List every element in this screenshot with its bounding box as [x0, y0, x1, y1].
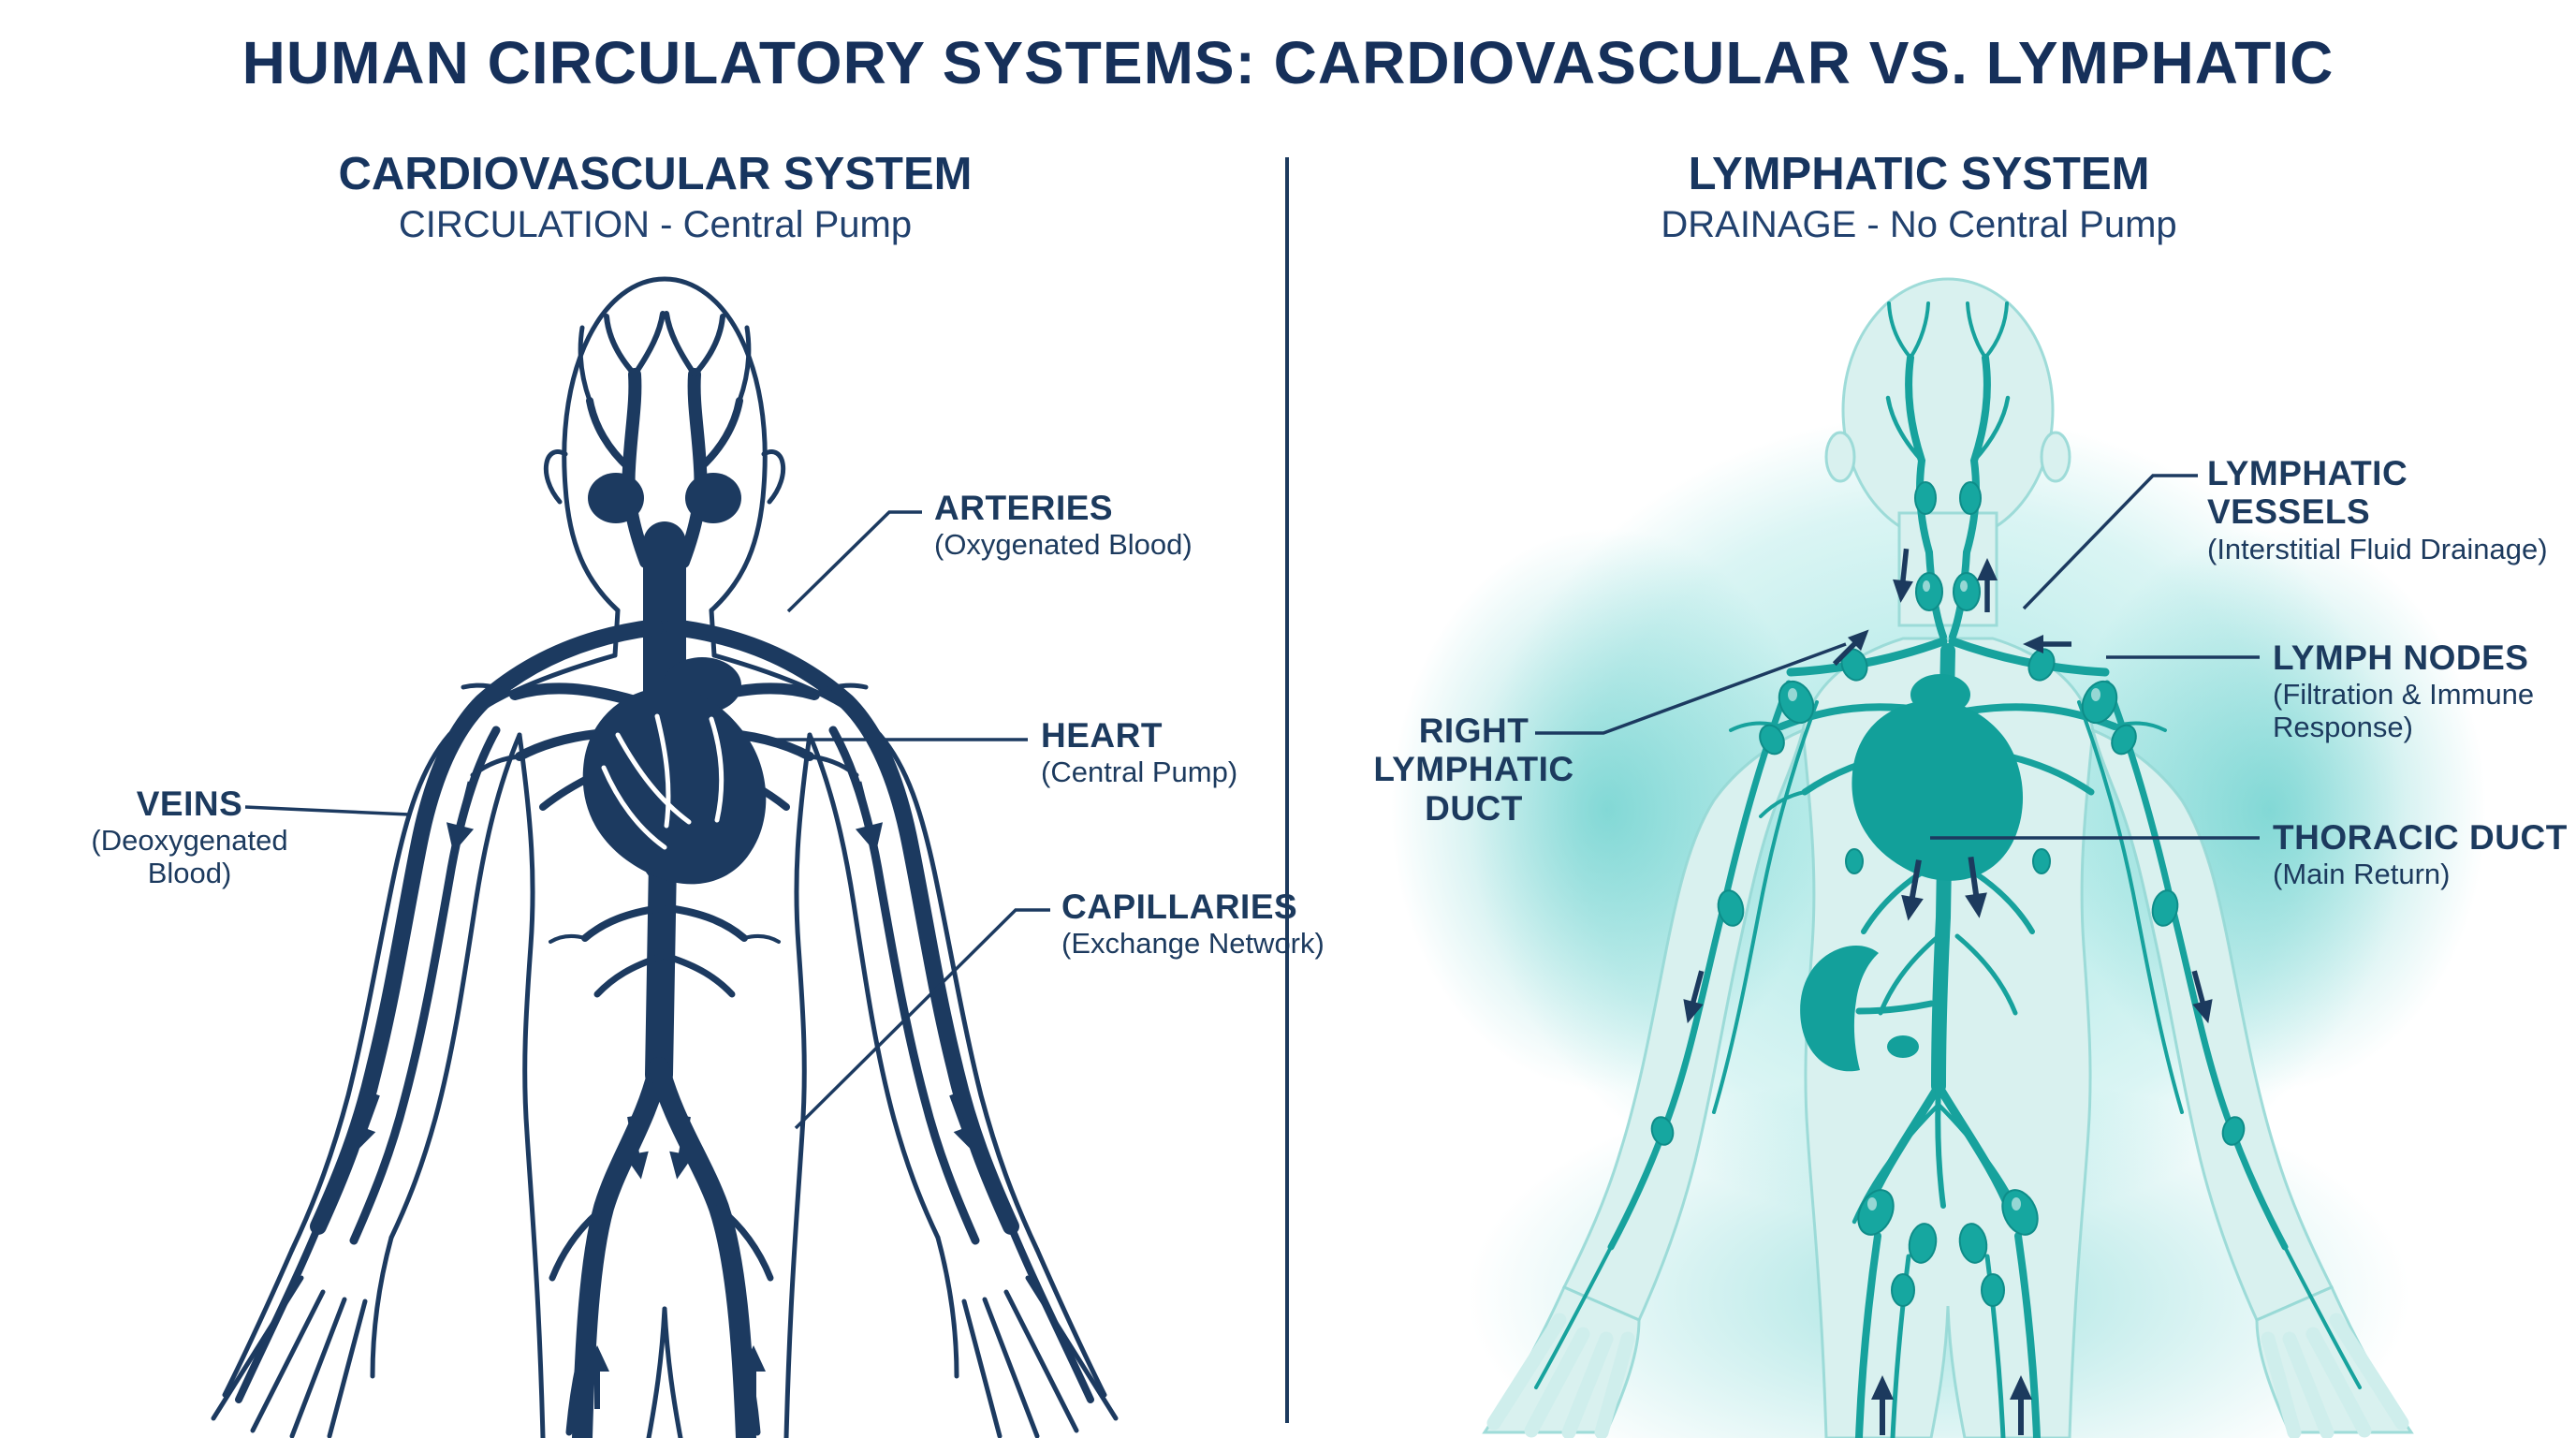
label-arteries: ARTERIES (Oxygenated Blood) [934, 489, 1193, 562]
label-lymph-nodes-name: LYMPH NODES [2273, 638, 2529, 677]
cardiovascular-figure [211, 276, 1119, 1438]
label-heart-detail: (Central Pump) [1041, 756, 1238, 789]
label-capillaries-name: CAPILLARIES [1061, 888, 1298, 926]
label-lymphatic-vessels-detail: (Interstitial Fluid Drainage) [2207, 532, 2548, 565]
label-veins: VEINS (Deoxygenated Blood) [51, 785, 328, 890]
left-panel-heading: CARDIOVASCULAR SYSTEM [338, 149, 973, 199]
right-panel-heading: LYMPHATIC SYSTEM [1688, 149, 2150, 199]
label-arteries-detail: (Oxygenated Blood) [934, 528, 1193, 562]
panel-divider [1285, 157, 1289, 1423]
label-heart-name: HEART [1041, 716, 1163, 755]
lymphatic-heart-shape [1852, 674, 2024, 881]
blood-flow-arrows [354, 781, 975, 1409]
label-capillaries-detail: (Exchange Network) [1061, 927, 1325, 961]
label-lymphatic-vessels-name: LYMPHATIC VESSELS [2207, 454, 2408, 532]
label-lymph-nodes-detail: (Filtration & Immune Response) [2273, 678, 2535, 744]
right-panel-subheading: DRAINAGE - No Central Pump [1661, 204, 2177, 245]
label-lymph-nodes: LYMPH NODES (Filtration & Immune Respons… [2273, 638, 2558, 744]
hand-fingers [1486, 1313, 2409, 1438]
label-right-lymphatic-duct-name: RIGHT LYMPHATIC DUCT [1373, 712, 1574, 828]
label-veins-name: VEINS [136, 785, 243, 823]
kidney-shape [1800, 946, 1919, 1072]
label-lymphatic-vessels: LYMPHATIC VESSELS (Interstitial Fluid Dr… [2207, 454, 2576, 566]
label-thoracic-duct: THORACIC DUCT (Main Return) [2273, 818, 2568, 891]
lymph-node-shapes [1650, 481, 2246, 1307]
page-title: HUMAN CIRCULATORY SYSTEMS: CARDIOVASCULA… [242, 29, 2334, 96]
label-thoracic-duct-name: THORACIC DUCT [2273, 818, 2568, 857]
label-capillaries: CAPILLARIES (Exchange Network) [1061, 888, 1325, 961]
body-outline [211, 276, 1119, 1438]
label-right-lymphatic-duct: RIGHT LYMPHATIC DUCT [1368, 712, 1579, 828]
label-heart: HEART (Central Pump) [1041, 716, 1237, 789]
left-panel-subheading: CIRCULATION - Central Pump [398, 204, 913, 245]
heart-shape [582, 657, 767, 885]
label-arteries-name: ARTERIES [934, 489, 1114, 527]
label-veins-detail: (Deoxygenated Blood) [91, 824, 288, 890]
label-thoracic-duct-detail: (Main Return) [2273, 858, 2451, 891]
